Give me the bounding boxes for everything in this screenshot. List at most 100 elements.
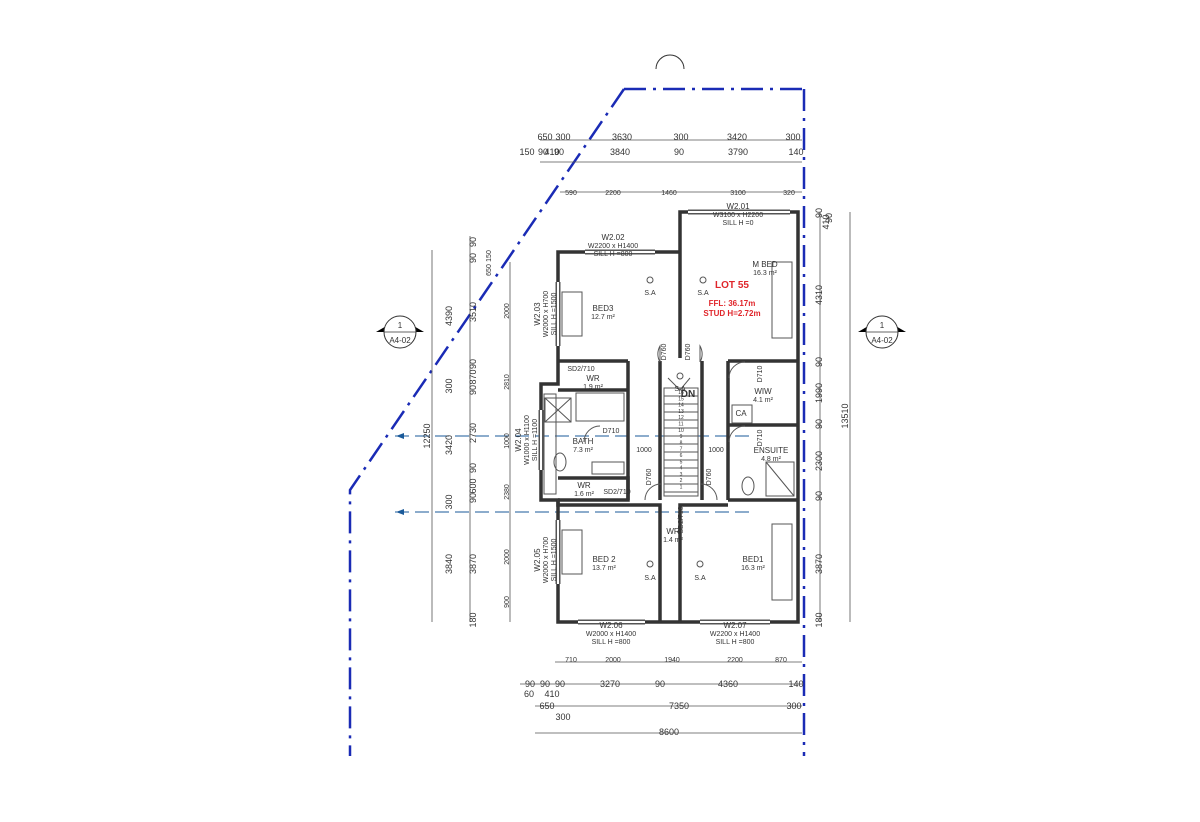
dimension-value: 2810 bbox=[504, 374, 511, 390]
dimension-value: 3420 bbox=[727, 132, 747, 142]
dimension-value: 2300 bbox=[814, 451, 824, 471]
dimension-value: 90 bbox=[538, 147, 548, 157]
dimension-value: 3870 bbox=[468, 554, 478, 574]
room-labels: M BED 16.3 m² BED3 12.7 m² WR 1.9 m² BAT… bbox=[573, 260, 789, 572]
dimension-column-left-total: 12250 bbox=[422, 423, 432, 448]
window-id: W2.07 bbox=[723, 621, 747, 630]
dimension-value: 300 bbox=[444, 494, 454, 509]
dimension-value: 13510 bbox=[840, 403, 850, 428]
window-sill: SILL H =800 bbox=[716, 639, 755, 646]
dimension-value: 180 bbox=[814, 612, 824, 627]
lot-stud-height: STUD H=2.72m bbox=[703, 309, 760, 318]
window-size: W2200 x H1400 bbox=[588, 243, 638, 250]
door-d710-label: D710 bbox=[757, 430, 764, 447]
dimension-value: 140 bbox=[788, 147, 803, 157]
dimension-value: 90 bbox=[555, 679, 565, 689]
dimension-value: 300 bbox=[444, 378, 454, 393]
window-size: W1000 x H1100 bbox=[524, 415, 531, 465]
dimension-value: 410 bbox=[544, 689, 559, 699]
section-reference: A4-02 bbox=[871, 336, 893, 345]
dimension-value: 410 bbox=[821, 214, 831, 229]
door-d760-label: D760 bbox=[661, 344, 668, 361]
window-size: W2200 x H1400 bbox=[710, 631, 760, 638]
window-sill: SILL H =800 bbox=[592, 639, 631, 646]
stair-width-label: 1000 bbox=[636, 447, 652, 454]
room-area: 16.3 m² bbox=[753, 270, 777, 277]
dimension-value: 90 bbox=[814, 419, 824, 429]
dimension-value: 1990 bbox=[814, 383, 824, 403]
smoke-alarm-icon: S.A bbox=[697, 276, 709, 297]
dimension-value: 3870 bbox=[814, 554, 824, 574]
dimension-value: 90 bbox=[674, 147, 684, 157]
stair-width-label: 1000 bbox=[708, 447, 724, 454]
room-name: M BED bbox=[752, 260, 778, 269]
dimension-value: 300 bbox=[673, 132, 688, 142]
dimension-value: 60 bbox=[524, 689, 534, 699]
section-marker-right: 1 A4-02 bbox=[858, 315, 906, 349]
smoke-alarm-label: S.A bbox=[697, 290, 709, 297]
stair-step-number: 11 bbox=[678, 422, 683, 428]
smoke-alarm-icon: S.A bbox=[694, 560, 706, 582]
smoke-alarm-label: S.A bbox=[644, 575, 656, 582]
window-id: W2.05 bbox=[533, 548, 542, 572]
dimension-value: 2000 bbox=[504, 549, 511, 565]
room-area: 4.8 m² bbox=[761, 456, 782, 463]
window-sill: SILL H =1500 bbox=[551, 293, 558, 336]
dimension-value: 150 bbox=[519, 147, 534, 157]
dimension-value: 710 bbox=[565, 657, 577, 664]
stair-step-number: 9 bbox=[680, 434, 683, 440]
window-size: W2000 x H700 bbox=[543, 537, 550, 583]
stair-step-number: 2 bbox=[680, 478, 683, 484]
dimension-value: 90 bbox=[468, 493, 478, 503]
dimension-value: 4360 bbox=[718, 679, 738, 689]
smoke-alarm-label: S.A bbox=[674, 386, 686, 393]
dimension-value: 90 bbox=[468, 253, 478, 263]
dimension-value: 650 bbox=[537, 132, 552, 142]
room-name: BED 2 bbox=[592, 555, 616, 564]
dimension-value: 90 bbox=[824, 213, 834, 223]
dimension-value: 4390 bbox=[444, 306, 454, 326]
stair-step-number: 1 bbox=[680, 485, 683, 491]
dimension-value: 590 bbox=[565, 190, 577, 197]
room-name: BED1 bbox=[743, 555, 764, 564]
stair-step-number: 16 bbox=[678, 390, 684, 396]
dimension-value: 90 bbox=[814, 357, 824, 367]
dimension-value: 3100 bbox=[730, 190, 746, 197]
lot-info: LOT 55 FFL: 36.17m STUD H=2.72m bbox=[703, 280, 760, 318]
door-sd2710-label: SD2/710 bbox=[603, 489, 630, 496]
walls bbox=[539, 210, 800, 624]
door-swings bbox=[583, 344, 746, 501]
dimension-value: 2730 bbox=[468, 423, 478, 443]
dimension-value: 2200 bbox=[605, 190, 621, 197]
smoke-alarm-icon: S.A bbox=[644, 276, 656, 297]
dimension-value: 7350 bbox=[669, 701, 689, 711]
dimension-value: 2380 bbox=[504, 484, 511, 500]
window-sill: SILL H =800 bbox=[594, 251, 633, 258]
room-area: 1.6 m² bbox=[574, 491, 595, 498]
door-d710-label: D710 bbox=[603, 428, 620, 435]
dimension-value: 90 bbox=[655, 679, 665, 689]
room-name: WIW bbox=[754, 387, 772, 396]
stair-step-number: 6 bbox=[680, 453, 683, 459]
smoke-alarm-icon: S.A bbox=[644, 560, 656, 582]
window-size: W3100 x H2200 bbox=[713, 212, 763, 219]
lot-title: LOT 55 bbox=[715, 280, 749, 291]
room-name: WR bbox=[666, 527, 680, 536]
dimension-value: 1000 bbox=[504, 433, 511, 449]
stair-step-number: 4 bbox=[680, 466, 683, 472]
window-id: W2.03 bbox=[533, 302, 542, 326]
room-area: 1.4 m² bbox=[663, 537, 684, 544]
window-sill: SILL H =1500 bbox=[551, 539, 558, 582]
dimension-value: 410 bbox=[544, 147, 559, 157]
dimension-value: 90 bbox=[525, 679, 535, 689]
dimension-value: 90 bbox=[814, 491, 824, 501]
room-area: 16.3 m² bbox=[741, 565, 765, 572]
dimension-value: 650 bbox=[486, 264, 493, 276]
